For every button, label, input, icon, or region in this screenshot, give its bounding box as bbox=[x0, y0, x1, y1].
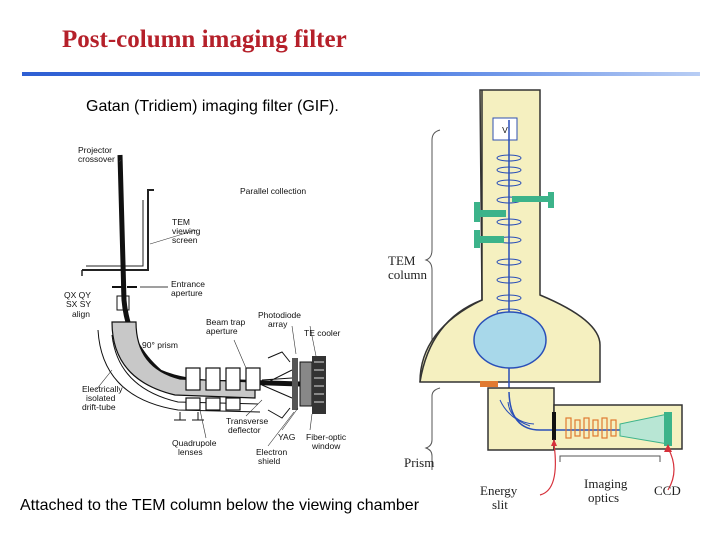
title-underline bbox=[22, 72, 700, 76]
label-electron-shield: Electron shield bbox=[256, 447, 290, 466]
label-tem-viewing-screen: TEM viewing screen bbox=[172, 217, 203, 245]
label-photodiode-array: Photodiode array bbox=[258, 310, 303, 329]
slide-title: Post-column imaging filter bbox=[62, 26, 347, 53]
label-drift-tube: Electrically isolated drift-tube bbox=[82, 384, 125, 412]
label-yag: YAG bbox=[278, 432, 295, 442]
label-transverse-deflector: Transverse deflector bbox=[226, 416, 271, 435]
quadrupole-lenses bbox=[185, 367, 261, 411]
viewing-chamber bbox=[473, 311, 547, 369]
ccd-detector bbox=[664, 412, 672, 446]
label-sx-sy: SX SY bbox=[66, 299, 91, 309]
imaging-optics-coils bbox=[565, 417, 617, 439]
slide-subtitle: Gatan (Tridiem) imaging filter (GIF). bbox=[86, 98, 339, 115]
label-qx-qy: QX QY bbox=[64, 290, 91, 300]
transverse-deflector bbox=[267, 351, 291, 419]
label-parallel-collection: Parallel collection bbox=[240, 186, 306, 196]
slide-caption: Attached to the TEM column below the vie… bbox=[20, 497, 420, 514]
label-entrance-aperture: Entrance aperture bbox=[171, 279, 207, 298]
prism-box bbox=[487, 387, 555, 451]
label-fiber-optic-window: Fiber-optic window bbox=[306, 432, 349, 451]
green-ports bbox=[474, 192, 554, 248]
label-te-cooler: TE cooler bbox=[304, 328, 341, 338]
label-v-mark: V bbox=[502, 125, 508, 135]
label-imaging-optics: Imaging optics bbox=[584, 476, 631, 505]
energy-slit bbox=[552, 412, 556, 440]
label-90-prism: 90° prism bbox=[142, 340, 178, 350]
label-beam-trap-aperture: Beam trap aperture bbox=[206, 317, 248, 336]
label-prism: Prism bbox=[404, 455, 434, 470]
label-tem-column: TEM column bbox=[388, 253, 427, 282]
label-ccd: CCD bbox=[654, 483, 681, 498]
align-box bbox=[116, 295, 130, 311]
label-quadrupole-lenses: Quadrupole lenses bbox=[172, 438, 219, 457]
label-energy-slit: Energy slit bbox=[480, 483, 521, 512]
orange-marker bbox=[480, 381, 498, 387]
label-align: align bbox=[72, 309, 90, 319]
detector-assembly bbox=[292, 356, 326, 414]
tem-column-walls bbox=[81, 189, 154, 276]
prism-beam bbox=[508, 391, 660, 431]
label-projector-crossover: Projector crossover bbox=[78, 145, 115, 164]
